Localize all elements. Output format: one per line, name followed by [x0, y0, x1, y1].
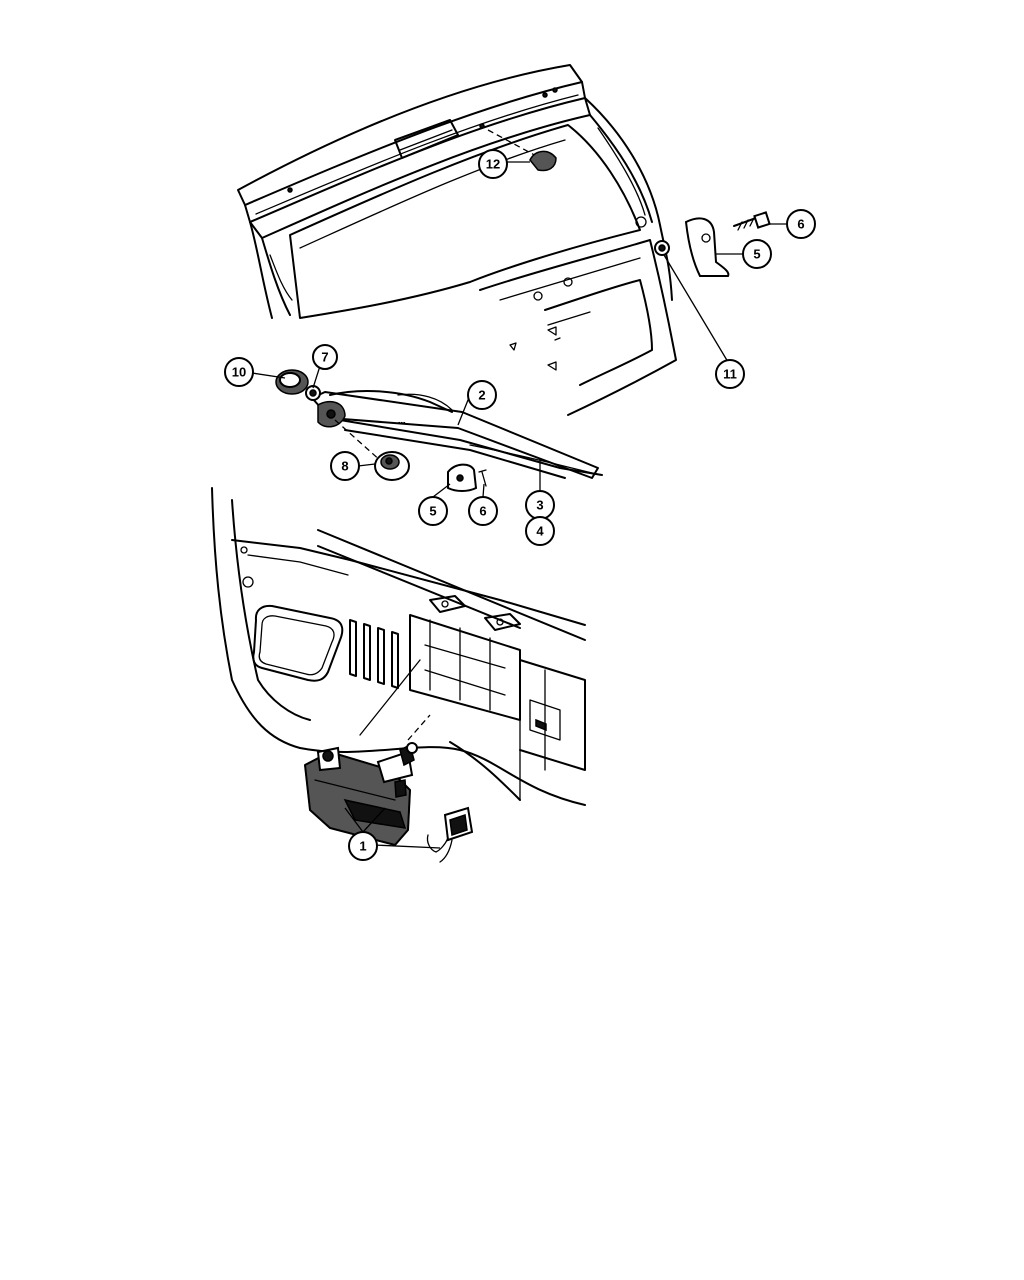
callout-12: 12	[478, 149, 508, 179]
callout-6-lower: 6	[468, 496, 498, 526]
svg-text:5: 5	[753, 247, 760, 262]
svg-text:1: 1	[359, 839, 366, 854]
svg-text:10: 10	[232, 365, 246, 380]
washer-nozzle-part	[487, 129, 557, 172]
assembly-guideline	[334, 419, 383, 463]
pivot-cap-part	[275, 369, 309, 395]
callout-10: 10	[224, 357, 254, 387]
svg-text:8: 8	[341, 459, 348, 474]
grommet-part	[374, 451, 410, 481]
liftgate-inner-panel	[211, 487, 586, 806]
svg-text:11: 11	[723, 367, 737, 382]
svg-text:▪▪▪: ▪▪▪	[398, 420, 406, 427]
callout-4: 4	[525, 516, 555, 546]
callout-11: 11	[715, 359, 745, 389]
arm-screw-part	[478, 469, 487, 487]
callout-6-upper: 6	[786, 209, 816, 239]
wiper-motor-part	[304, 742, 474, 863]
callout-5-upper: 5	[742, 239, 772, 269]
svg-text:5: 5	[429, 504, 436, 519]
svg-text:3: 3	[536, 498, 543, 513]
svg-text:2: 2	[478, 388, 485, 403]
svg-text:6: 6	[479, 504, 486, 519]
callout-8: 8	[330, 451, 360, 481]
callout-5-lower: 5	[418, 496, 448, 526]
svg-text:6: 6	[797, 217, 804, 232]
leader-lines	[251, 161, 788, 849]
svg-text:7: 7	[321, 350, 328, 365]
pivot-nut-part	[305, 385, 321, 401]
pivot-cover-part	[684, 217, 730, 277]
screw-part	[733, 211, 771, 231]
wiper-arm-illustration: ▪▪▪	[311, 389, 603, 479]
liftgate-illustration	[237, 64, 677, 416]
svg-text:4: 4	[536, 524, 544, 539]
callout-2: 2	[467, 380, 497, 410]
svg-text:12: 12	[486, 157, 500, 172]
callout-7: 7	[312, 344, 338, 370]
callout-3: 3	[525, 490, 555, 520]
callout-1: 1	[348, 831, 378, 861]
arm-cover-part	[447, 463, 478, 492]
